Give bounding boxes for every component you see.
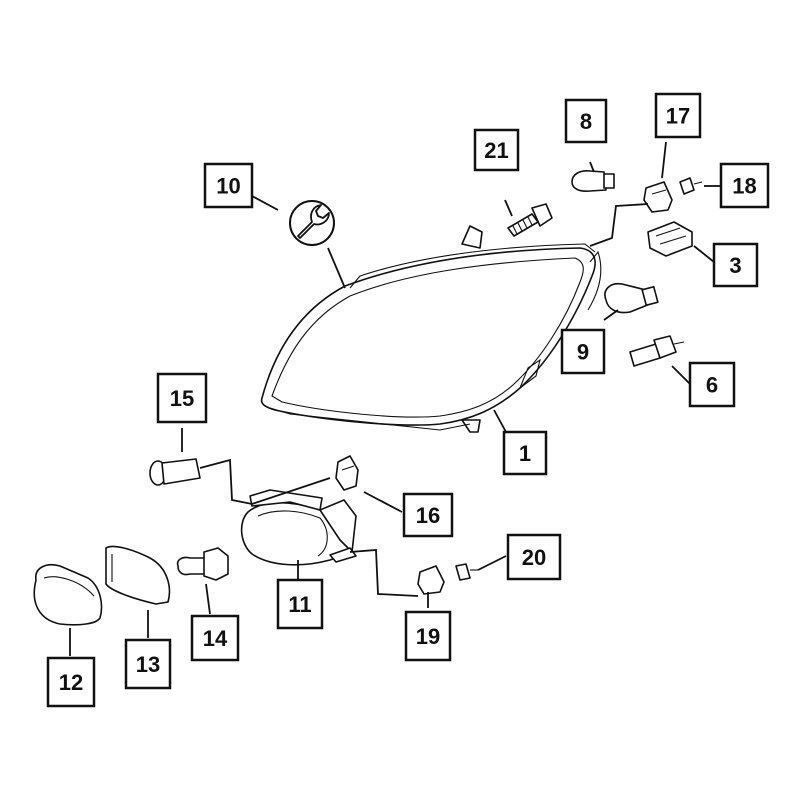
clip-16-part bbox=[335, 455, 359, 491]
callout-label: 14 bbox=[203, 626, 228, 651]
callout-label: 16 bbox=[416, 503, 440, 528]
socket-19-part bbox=[417, 565, 445, 595]
bulb-20-part bbox=[455, 563, 478, 581]
socket-3-part bbox=[647, 221, 693, 257]
callout-18: 18 bbox=[719, 162, 770, 209]
callout-12: 12 bbox=[46, 656, 96, 708]
callout-label: 21 bbox=[484, 138, 508, 163]
callout-label: 12 bbox=[59, 670, 83, 695]
callout-13: 13 bbox=[124, 638, 172, 690]
screw-21-part bbox=[507, 203, 553, 237]
callout-label: 10 bbox=[216, 174, 240, 199]
callout-label: 1 bbox=[519, 441, 531, 466]
callout-label: 20 bbox=[522, 545, 546, 570]
callout-6: 6 bbox=[688, 361, 736, 408]
callout-label: 8 bbox=[580, 109, 592, 134]
bulb-18-part bbox=[679, 177, 703, 195]
cover-13-part bbox=[105, 545, 171, 605]
bulb-9-part bbox=[604, 282, 659, 314]
callout-label: 9 bbox=[577, 340, 589, 365]
callout-14: 14 bbox=[190, 614, 240, 662]
bulb-15-part bbox=[149, 458, 201, 486]
callout-label: 18 bbox=[732, 174, 756, 199]
callout-label: 13 bbox=[136, 652, 160, 677]
callout-20: 20 bbox=[506, 533, 562, 581]
callout-label: 11 bbox=[288, 592, 311, 617]
wrench-icon bbox=[289, 200, 335, 246]
callout-15: 15 bbox=[156, 372, 208, 424]
socket-17-part bbox=[643, 181, 673, 213]
callout-label: 6 bbox=[706, 373, 718, 398]
callout-9: 9 bbox=[560, 328, 606, 375]
fog-lamp-11-part bbox=[240, 489, 357, 566]
callout-11: 11 bbox=[276, 578, 324, 630]
callout-16: 16 bbox=[402, 492, 454, 538]
callout-8: 8 bbox=[564, 98, 608, 144]
callout-label: 3 bbox=[729, 253, 741, 278]
callout-19: 19 bbox=[404, 610, 452, 662]
callout-21: 21 bbox=[473, 128, 520, 172]
headlamp-assembly bbox=[260, 225, 602, 433]
leader-lines bbox=[69, 141, 720, 656]
callout-3: 3 bbox=[712, 242, 759, 288]
callout-10: 10 bbox=[203, 162, 254, 209]
lens-12-part bbox=[33, 564, 103, 626]
socket-6-part bbox=[629, 335, 685, 367]
callout-label: 17 bbox=[666, 104, 690, 129]
callout-1: 1 bbox=[502, 430, 548, 476]
callout-label: 15 bbox=[170, 386, 194, 411]
callout-17: 17 bbox=[654, 92, 702, 139]
bulb-8-part bbox=[571, 170, 615, 192]
bulb-14-part bbox=[176, 547, 229, 581]
callout-label: 19 bbox=[416, 624, 440, 649]
